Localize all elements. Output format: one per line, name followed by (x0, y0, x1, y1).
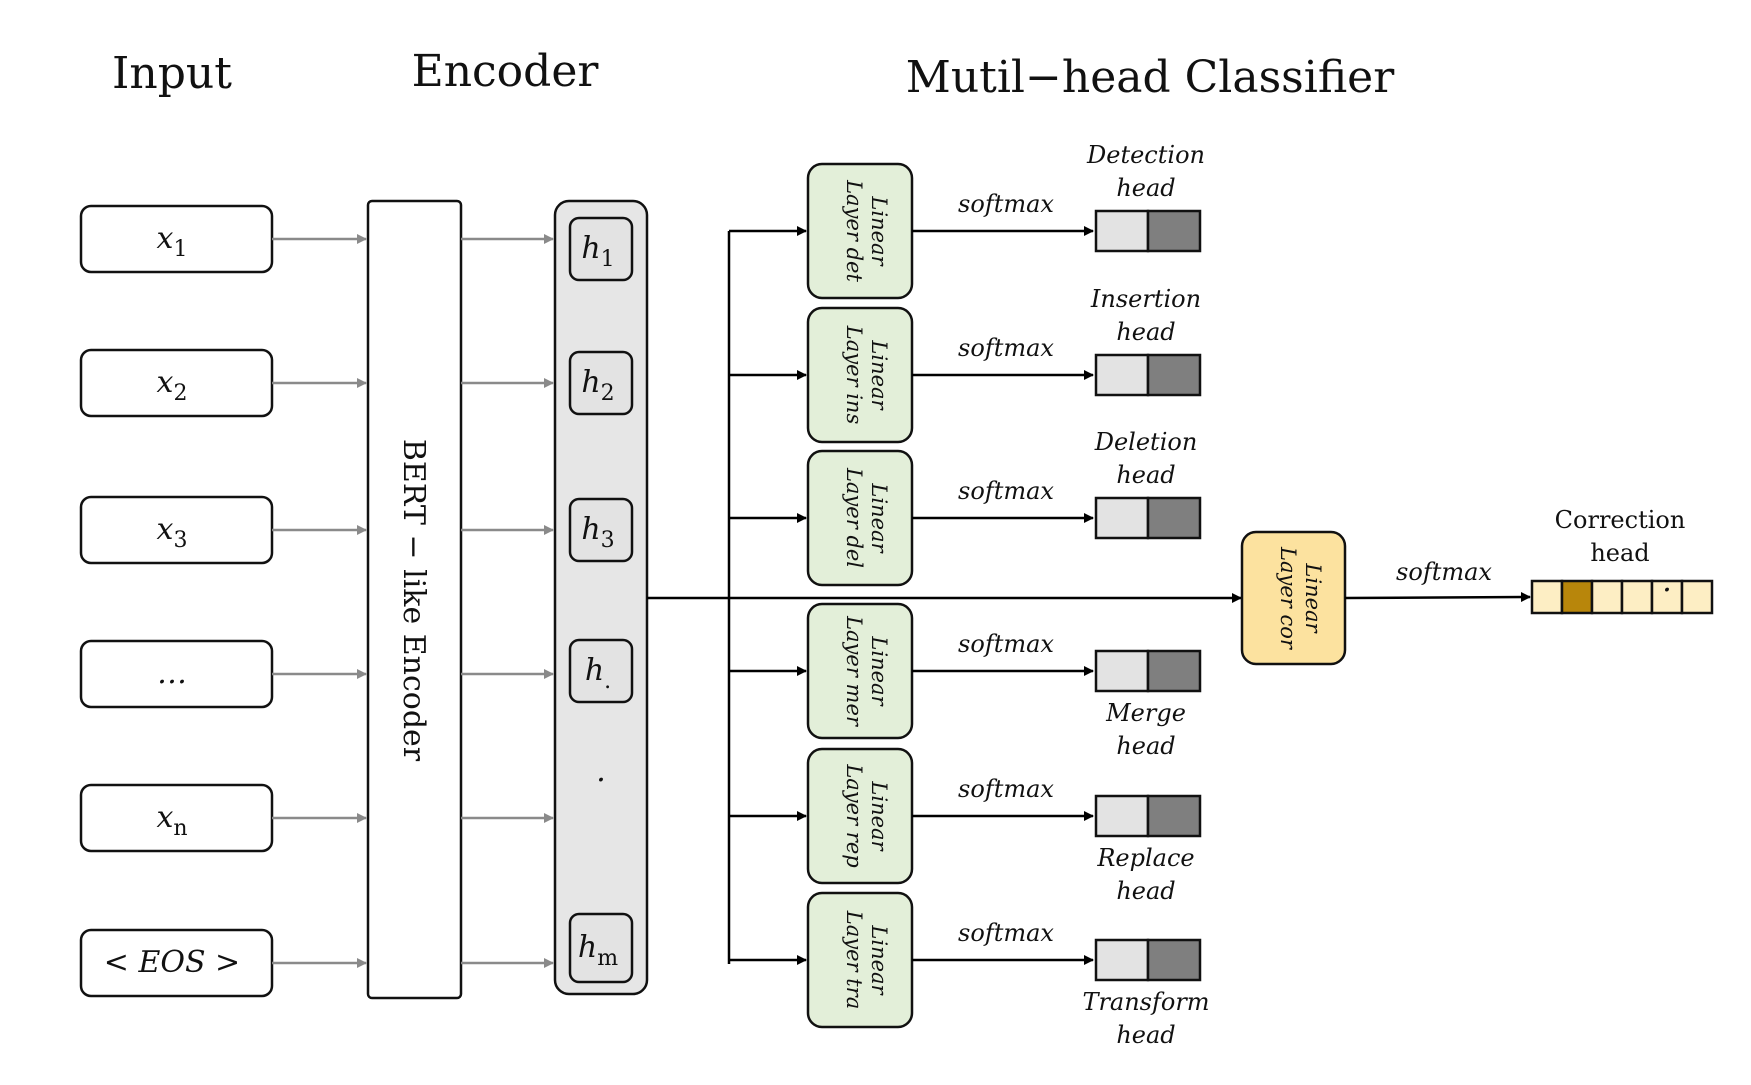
hidden-state-box (568, 638, 634, 704)
correction-softmax-arrow (1344, 592, 1531, 603)
linear-layer-line1: Linear (867, 339, 891, 411)
classifier-section-title: Mutil−head Classifier (906, 52, 1395, 103)
hidden-states-panel (553, 199, 649, 996)
correction-linear-line1: Linear (1301, 562, 1325, 634)
head-name-label: Transform (1082, 988, 1209, 1016)
head-suffix-label: head (1116, 461, 1175, 489)
input-token-label-subscript: 2 (173, 381, 187, 406)
linear-layer-line1: Linear (867, 924, 891, 996)
head-suffix-label: head (1116, 174, 1175, 202)
hidden-state-label: h2 (581, 365, 614, 406)
hidden-state-box (568, 912, 634, 984)
hidden-state-label: h. (585, 653, 611, 694)
hidden-state-label-base: h (581, 365, 600, 400)
hidden-state-label-subscript: 3 (601, 528, 615, 553)
bert-encoder-label: BERT − like Encoder (396, 439, 431, 762)
linear-layer-line2: Layer tra (842, 910, 866, 1009)
head-suffix-label: head (1116, 1021, 1175, 1049)
head-name-label: Detection (1086, 141, 1205, 169)
linear-layer-line2: Layer del (842, 467, 866, 568)
correction-output-cell (1620, 579, 1654, 615)
output-cell-light (1094, 938, 1150, 982)
output-cell-light (1094, 353, 1150, 397)
input-token-label-base: x (157, 512, 174, 547)
input-section-title: Input (112, 48, 232, 99)
output-cell-dark (1146, 496, 1202, 540)
linear-layer-line1: Linear (867, 195, 891, 267)
hidden-state-label: h1 (581, 231, 614, 272)
correction-head-label-1: Correction (1555, 506, 1686, 534)
softmax-label: softmax (958, 477, 1054, 505)
output-cell-dark (1146, 353, 1202, 397)
correction-output-cell (1560, 579, 1594, 615)
head-name-label: Replace (1096, 844, 1194, 872)
input-token-label: x3 (157, 512, 188, 553)
correction-output-cell (1530, 579, 1564, 615)
output-cell-dark (1146, 209, 1202, 253)
input-token-label: x1 (157, 221, 188, 262)
hidden-state-box (568, 350, 634, 416)
encoder-section-title: Encoder (412, 46, 600, 97)
output-cell-dark (1146, 649, 1202, 693)
output-cell-dark (1146, 938, 1202, 982)
hidden-state-label-base: h (581, 512, 600, 547)
input-token-label-subscript: n (173, 816, 187, 841)
linear-layer-line1: Linear (867, 482, 891, 554)
input-token-label-base: … (157, 656, 187, 691)
softmax-label: softmax (958, 190, 1054, 218)
bert-encoder-block (366, 199, 463, 1000)
linear-layer-line2: Layer det (842, 179, 866, 282)
input-token-label-subscript: 1 (173, 237, 187, 262)
correction-softmax-label: softmax (1396, 558, 1492, 586)
linear-layer-line2: Layer mer (842, 615, 866, 728)
head-name-label: Deletion (1094, 428, 1198, 456)
linear-layer-line1: Linear (867, 780, 891, 852)
softmax-label: softmax (958, 334, 1054, 362)
linear-layer-line1: Linear (867, 635, 891, 707)
linear-layer-line2: Layer ins (842, 325, 866, 425)
hidden-state-label-subscript: 1 (601, 247, 615, 272)
head-suffix-label: head (1116, 877, 1175, 905)
hidden-state-box (568, 216, 634, 282)
input-token-label-subscript: 3 (173, 528, 187, 553)
head-suffix-label: head (1116, 732, 1175, 760)
input-token-label-base: x (157, 221, 174, 256)
hidden-state-label-base: h (581, 231, 600, 266)
softmax-label: softmax (958, 630, 1054, 658)
head-name-label: Merge (1105, 699, 1186, 727)
correction-ellipsis-dot: · (1662, 573, 1672, 608)
hidden-state-label-base: h (585, 653, 604, 688)
output-cell-light (1094, 649, 1150, 693)
hidden-state-label: hm (578, 930, 618, 971)
correction-output-cell (1680, 579, 1714, 615)
linear-layer-line2: Layer rep (842, 763, 866, 867)
correction-output-vector: · (1530, 573, 1714, 615)
output-cell-light (1094, 209, 1150, 253)
input-token-label: x2 (157, 365, 188, 406)
softmax-label: softmax (958, 775, 1054, 803)
input-token-label: xn (156, 800, 187, 841)
output-cell-light (1094, 794, 1150, 838)
hidden-state-label-base: h (578, 930, 597, 965)
hidden-state-box (568, 497, 634, 563)
correction-head-label-2: head (1590, 539, 1649, 567)
hidden-state-label-subscript: . (604, 669, 611, 694)
correction-output-cell (1590, 579, 1624, 615)
input-token-label-base: x (156, 800, 173, 835)
head-name-label: Insertion (1090, 285, 1201, 313)
input-token-label-base: < EOS > (104, 945, 240, 980)
softmax-label: softmax (958, 919, 1054, 947)
output-cell-light (1094, 496, 1150, 540)
hidden-state-label-subscript: 2 (601, 381, 615, 406)
hidden-ellipsis: · (596, 763, 606, 798)
input-token-label: < EOS > (104, 945, 240, 980)
correction-linear-line2: Layer cor (1276, 546, 1300, 651)
hidden-state-label-subscript: m (597, 946, 618, 971)
input-token-label: … (157, 656, 187, 691)
head-suffix-label: head (1116, 318, 1175, 346)
output-cell-dark (1146, 794, 1202, 838)
hidden-state-label: h3 (581, 512, 614, 553)
input-token-label-base: x (157, 365, 174, 400)
